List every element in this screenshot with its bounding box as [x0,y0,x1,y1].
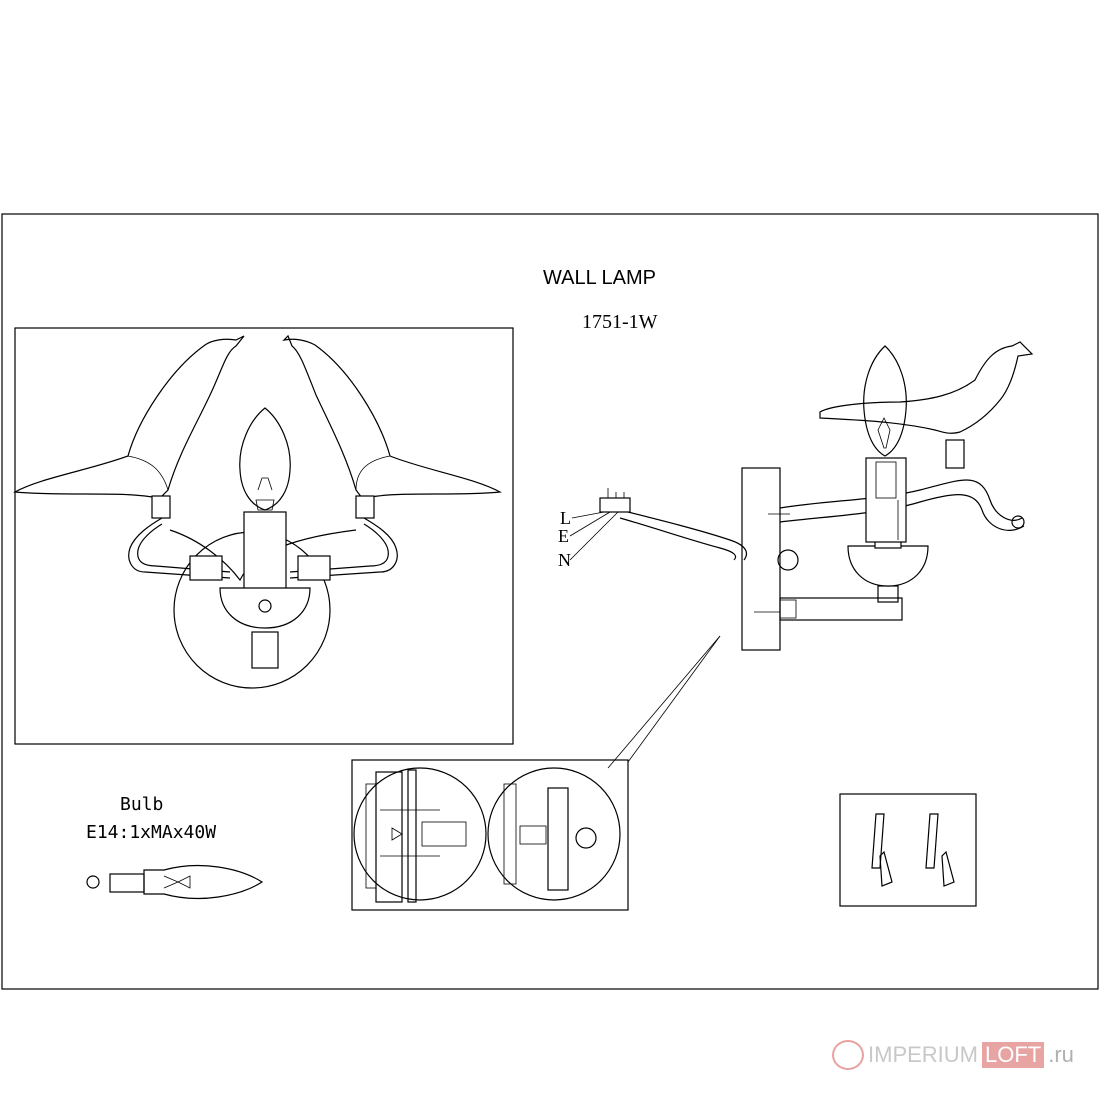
crown-logo-icon [832,1040,864,1070]
left-bird [13,335,245,499]
brand-tld: .ru [1048,1042,1074,1067]
wire-label-live: L [560,508,571,528]
brand-imperium: IMPERIUM [868,1042,978,1067]
model-number: 1751-1W [582,311,658,333]
watermark: IMPERIUM LOFT .ru [832,1040,1074,1070]
bulb-spec: Bulb E14:1xMAx40W [86,794,264,900]
front-view [13,327,514,745]
bulb-label: Bulb [120,794,163,815]
outer-frame [1,213,1099,990]
brand-loft: LOFT [982,1042,1045,1068]
side-view: L E N [558,341,1034,651]
right-bird [282,334,502,499]
installation-detail [351,759,629,911]
wire-label-neutral: N [558,550,571,570]
wire-label-earth: E [558,526,569,546]
title: WALL LAMP [543,267,656,289]
bulb-spec-text: E14:1xMAx40W [86,822,216,843]
hardware-kit [839,793,977,907]
side-bird [819,341,1034,434]
